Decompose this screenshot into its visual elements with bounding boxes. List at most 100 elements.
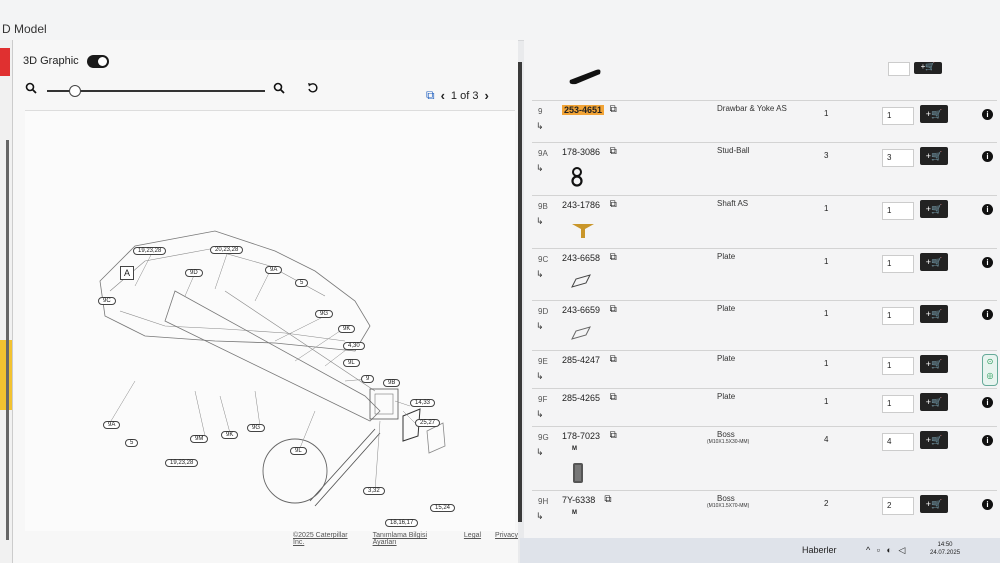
qty-input-top[interactable] xyxy=(888,62,910,76)
return-arrow-icon[interactable]: ↳ xyxy=(536,321,544,331)
return-arrow-icon[interactable]: ↳ xyxy=(536,511,544,521)
info-icon[interactable]: i xyxy=(982,257,993,268)
part-number[interactable]: 243-1786 xyxy=(562,200,601,210)
callout-label[interactable]: 25,27 xyxy=(415,419,441,427)
copy-icon[interactable]: ⧉ xyxy=(609,392,617,403)
return-arrow-icon[interactable]: ↳ xyxy=(536,216,544,226)
info-icon[interactable]: i xyxy=(982,309,993,320)
part-number[interactable]: 178-7023 xyxy=(562,431,601,441)
part-number[interactable]: 243-6659 xyxy=(562,305,601,315)
quantity-input[interactable]: 3 xyxy=(882,149,914,167)
quantity-input[interactable]: 1 xyxy=(882,307,914,325)
add-to-cart-button[interactable]: +🛒 xyxy=(920,147,948,165)
add-to-cart-button[interactable]: +🛒 xyxy=(920,393,948,411)
info-icon[interactable]: i xyxy=(982,109,993,120)
return-arrow-icon[interactable]: ↳ xyxy=(536,121,544,131)
add-to-cart-button[interactable]: +🛒 xyxy=(920,495,948,513)
chevron-right-icon[interactable]: › xyxy=(484,88,489,103)
callout-label[interactable]: 9G xyxy=(247,424,266,432)
copy-icon[interactable]: ⧉ xyxy=(609,146,617,157)
copy-icon[interactable]: ⧉ xyxy=(609,199,617,210)
part-number[interactable]: 285-4265 xyxy=(562,393,601,403)
copy-icon[interactable]: ⧉ xyxy=(609,104,617,115)
part-number[interactable]: 7Y-6338 xyxy=(562,495,596,505)
callout-label[interactable]: 9L xyxy=(343,359,360,367)
callout-label[interactable]: 4,30 xyxy=(343,342,365,350)
quantity-input[interactable]: 2 xyxy=(882,497,914,515)
callout-label[interactable]: 9K xyxy=(221,431,239,439)
part-thumbnail[interactable] xyxy=(570,220,596,245)
info-icon[interactable]: i xyxy=(982,151,993,162)
copy-icon[interactable]: ⧉ xyxy=(609,252,617,263)
return-arrow-icon[interactable]: ↳ xyxy=(536,371,544,381)
news-widget[interactable]: Haberler xyxy=(802,545,837,555)
info-icon[interactable]: i xyxy=(982,435,993,446)
callout-label[interactable]: 5 xyxy=(295,279,309,287)
graphic-toggle[interactable] xyxy=(86,54,109,68)
callout-label[interactable]: 9B xyxy=(383,379,401,387)
privacy-link[interactable]: Privacy xyxy=(495,532,518,539)
exploded-view-drawing[interactable]: 19,23,28 20,23,28 A 9D 9A 5 9C 9G 9K 4,3… xyxy=(25,110,515,531)
legal-link[interactable]: Legal xyxy=(463,532,482,539)
info-icon[interactable]: i xyxy=(982,397,993,408)
add-to-cart-button[interactable]: +🛒 xyxy=(920,253,948,271)
part-number[interactable]: 243-6658 xyxy=(562,253,601,263)
return-arrow-icon[interactable]: ↳ xyxy=(536,447,544,457)
part-thumbnail[interactable] xyxy=(570,461,586,490)
add-to-cart-button[interactable]: +🛒 xyxy=(920,355,948,373)
left-scrollbar[interactable] xyxy=(6,140,9,540)
callout-label[interactable]: 9K xyxy=(338,325,356,333)
external-link-icon[interactable]: ⧉ xyxy=(426,88,435,102)
copy-icon[interactable]: ⧉ xyxy=(609,430,617,441)
part-thumbnail[interactable] xyxy=(570,273,592,294)
add-to-cart-button-top[interactable]: +🛒 xyxy=(914,62,942,74)
add-to-cart-button[interactable]: +🛒 xyxy=(920,431,948,449)
part-number[interactable]: 178-3086 xyxy=(562,147,601,157)
callout-label[interactable]: 19,23,28 xyxy=(133,247,167,255)
callout-label[interactable]: 18,16,17 xyxy=(385,519,419,527)
add-to-cart-button[interactable]: +🛒 xyxy=(920,105,948,123)
return-arrow-icon[interactable]: ↳ xyxy=(536,163,544,173)
left-edge-tab[interactable] xyxy=(0,48,10,76)
callout-label[interactable]: 9M xyxy=(190,435,209,443)
callout-label[interactable]: 9G xyxy=(315,310,334,318)
cookie-settings-link[interactable]: Tanımlama Bilgisi Ayarları xyxy=(372,532,428,546)
callout-label[interactable]: 9D xyxy=(185,269,203,277)
part-thumbnail[interactable] xyxy=(570,325,592,346)
quantity-input[interactable]: 1 xyxy=(882,107,914,125)
callout-label[interactable]: 9C xyxy=(98,297,116,305)
return-arrow-icon[interactable]: ↳ xyxy=(536,409,544,419)
system-tray-icons[interactable]: ^ ▫ ◐ ◁ xyxy=(866,545,908,555)
callout-label[interactable]: 9A xyxy=(103,421,121,429)
copy-icon[interactable]: ⧉ xyxy=(609,304,617,315)
quantity-input[interactable]: 4 xyxy=(882,433,914,451)
info-icon[interactable]: i xyxy=(982,499,993,510)
callout-label[interactable]: 9L xyxy=(290,447,307,455)
callout-label[interactable]: 14,33 xyxy=(410,399,436,407)
quantity-input[interactable]: 1 xyxy=(882,255,914,273)
quantity-input[interactable]: 1 xyxy=(882,395,914,413)
add-to-cart-button[interactable]: +🛒 xyxy=(920,305,948,323)
part-number[interactable]: 285-4247 xyxy=(562,355,601,365)
return-arrow-icon[interactable]: ↳ xyxy=(536,269,544,279)
callout-label[interactable]: 3,32 xyxy=(363,487,385,495)
callout-label[interactable]: 9A xyxy=(265,266,283,274)
zoom-slider-thumb[interactable] xyxy=(69,85,81,97)
copy-icon[interactable]: ⧉ xyxy=(609,354,617,365)
reset-icon[interactable] xyxy=(307,82,319,97)
copy-icon[interactable]: ⧉ xyxy=(604,494,612,505)
zoom-out-icon[interactable] xyxy=(25,82,37,97)
part-thumbnail[interactable] xyxy=(570,167,584,192)
pane-splitter[interactable] xyxy=(518,62,522,522)
callout-label[interactable]: 9 xyxy=(361,375,375,383)
side-helper-button[interactable]: ⊙◎ xyxy=(982,354,998,386)
callout-label[interactable]: 20,23,28 xyxy=(210,246,244,254)
